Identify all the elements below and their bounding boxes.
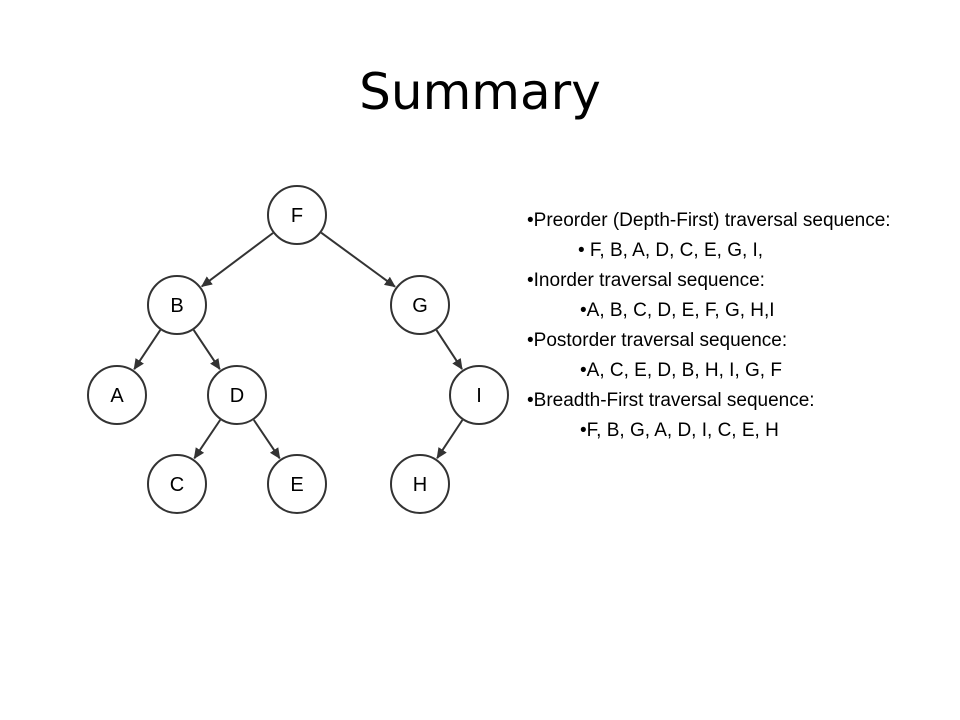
node-circle-i bbox=[449, 365, 509, 425]
node-label-i: I bbox=[476, 385, 482, 407]
node-e: E bbox=[267, 454, 327, 514]
node-circle-h bbox=[390, 454, 450, 514]
postorder-item: •Postorder traversal sequence: •A, C, E,… bbox=[527, 326, 947, 386]
node-label-h: H bbox=[413, 474, 427, 496]
node-label-c: C bbox=[170, 474, 184, 496]
node-i: I bbox=[449, 365, 509, 425]
node-circle-c bbox=[147, 454, 207, 514]
postorder-sequence: •A, C, E, D, B, H, I, G, F bbox=[580, 360, 782, 381]
node-h: H bbox=[390, 454, 450, 514]
tree-nodes: F B G A D I C E H bbox=[87, 185, 509, 514]
node-label-g: G bbox=[412, 295, 428, 317]
edge-g-i bbox=[435, 329, 463, 370]
inorder-heading: •Inorder traversal sequence: bbox=[527, 270, 765, 291]
breadth-first-item: •Breadth-First traversal sequence: •F, B… bbox=[527, 386, 947, 446]
inorder-sequence: •A, B, C, D, E, F, G, H,I bbox=[580, 300, 775, 321]
edge-i-h bbox=[436, 419, 464, 459]
node-label-e: E bbox=[290, 474, 303, 496]
node-circle-d bbox=[207, 365, 267, 425]
edge-d-c bbox=[193, 419, 222, 460]
edge-b-d bbox=[192, 329, 221, 371]
inorder-item: •Inorder traversal sequence: •A, B, C, D… bbox=[527, 266, 947, 326]
postorder-heading: •Postorder traversal sequence: bbox=[527, 330, 788, 351]
breadth-first-heading: •Breadth-First traversal sequence: bbox=[527, 390, 815, 411]
preorder-item: •Preorder (Depth-First) traversal sequen… bbox=[527, 206, 947, 266]
node-label-d: D bbox=[230, 385, 244, 407]
node-label-a: A bbox=[110, 385, 124, 407]
edge-f-g bbox=[320, 231, 396, 288]
preorder-heading: •Preorder (Depth-First) traversal sequen… bbox=[527, 210, 891, 231]
slide-title: Summary bbox=[359, 63, 601, 121]
tree-edges bbox=[133, 231, 464, 460]
node-g: G bbox=[390, 275, 450, 335]
node-circle-f bbox=[267, 185, 327, 245]
node-circle-b bbox=[147, 275, 207, 335]
edge-d-e bbox=[252, 419, 281, 460]
node-label-f: F bbox=[291, 205, 303, 227]
node-f: F bbox=[267, 185, 327, 245]
node-circle-a bbox=[87, 365, 147, 425]
edge-b-a bbox=[133, 329, 162, 371]
node-label-b: B bbox=[170, 295, 183, 317]
edge-f-b bbox=[201, 232, 274, 288]
breadth-first-sequence: •F, B, G, A, D, I, C, E, H bbox=[580, 420, 779, 441]
node-a: A bbox=[87, 365, 147, 425]
node-circle-g bbox=[390, 275, 450, 335]
node-circle-e bbox=[267, 454, 327, 514]
node-b: B bbox=[147, 275, 207, 335]
traversal-summary-list: •Preorder (Depth-First) traversal sequen… bbox=[527, 206, 947, 446]
node-c: C bbox=[147, 454, 207, 514]
node-d: D bbox=[207, 365, 267, 425]
preorder-sequence: • F, B, A, D, C, E, G, I, bbox=[578, 240, 764, 261]
